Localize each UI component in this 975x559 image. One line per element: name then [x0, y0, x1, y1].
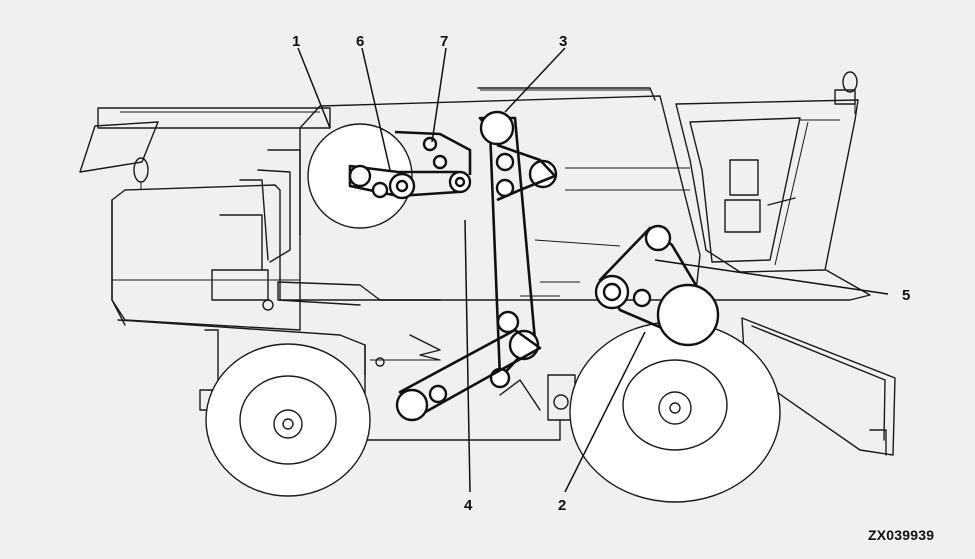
operator-cab — [675, 71, 871, 301]
callout-1: 1 — [292, 33, 300, 50]
callout-5: 5 — [902, 287, 910, 304]
figure-code: ZX039939 — [868, 527, 935, 543]
unloading-auger — [79, 107, 331, 173]
belt-drive-right — [594, 224, 720, 347]
belt-drive-lower-left — [395, 328, 542, 422]
rear-wheel — [205, 343, 371, 497]
belt-drive-center — [478, 110, 558, 389]
front-wheel — [569, 321, 781, 503]
callout-4: 4 — [464, 497, 473, 514]
callout-3: 3 — [559, 33, 567, 50]
callout-2: 2 — [558, 497, 566, 514]
leader-lines — [297, 47, 889, 493]
callout-7: 7 — [440, 33, 448, 50]
belt-drive-upper-left — [307, 123, 472, 229]
callout-6: 6 — [356, 33, 364, 50]
